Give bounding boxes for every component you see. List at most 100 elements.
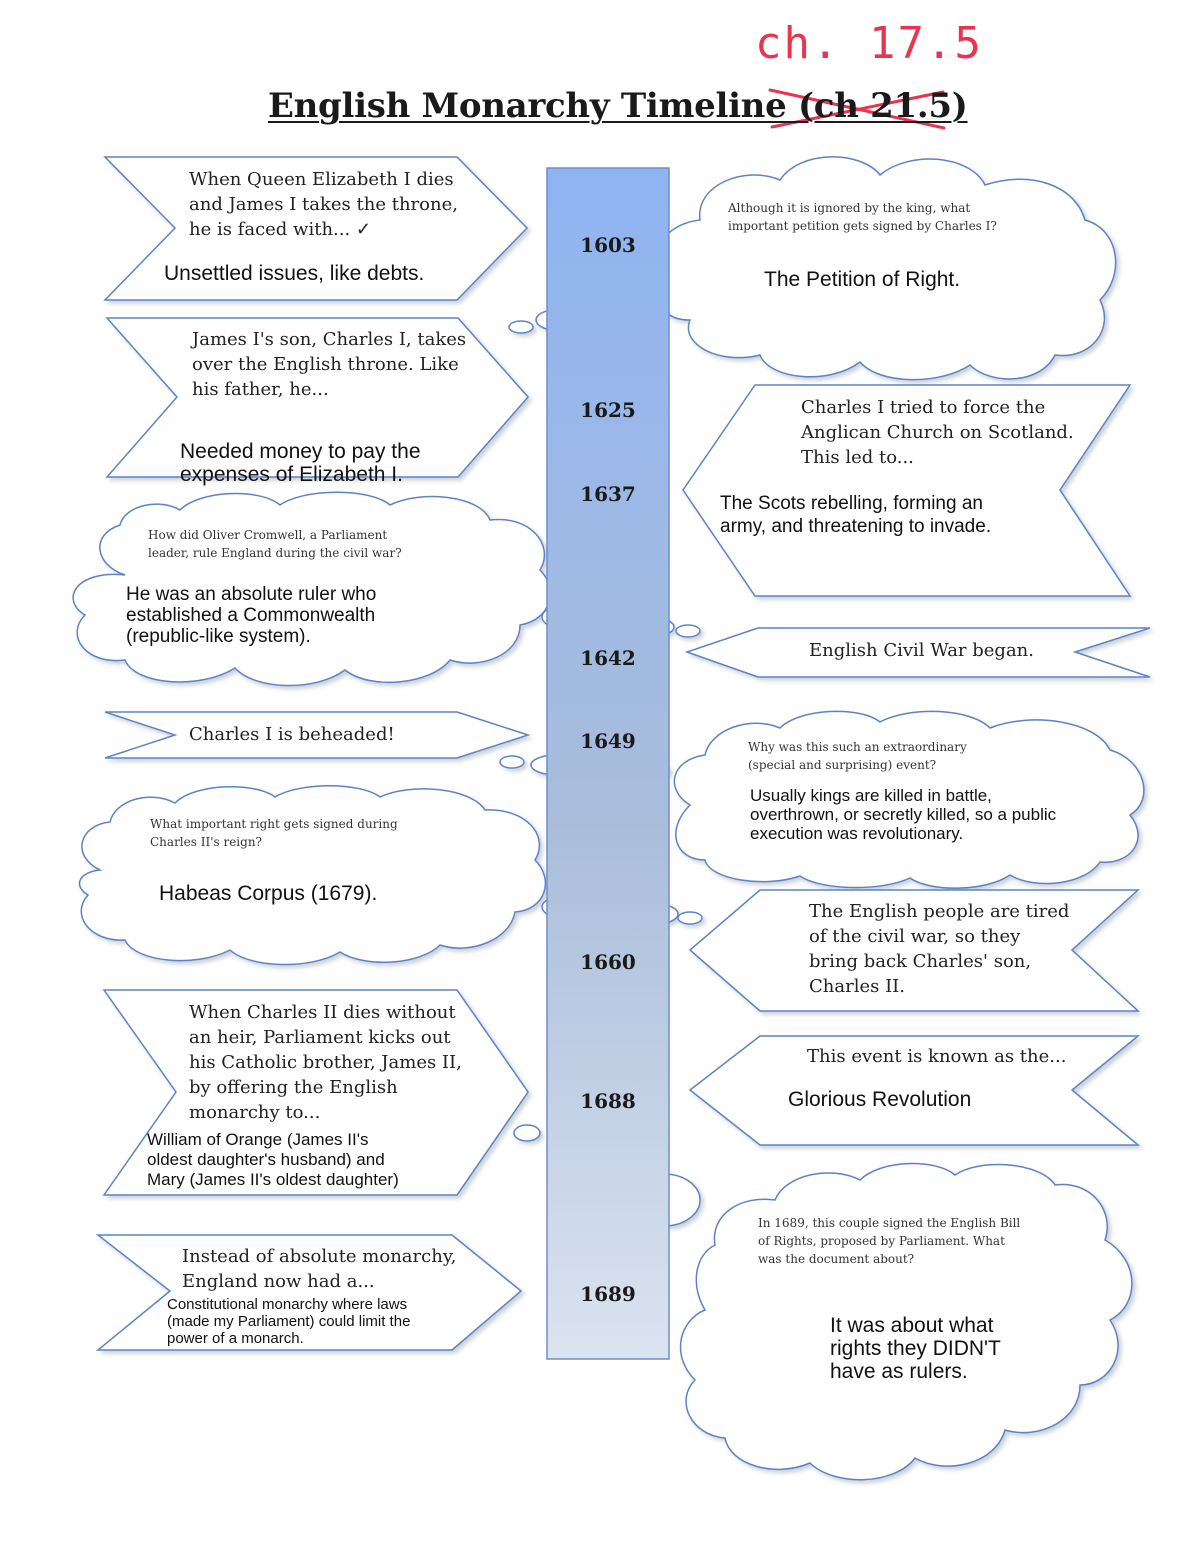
text-line: his father, he... — [192, 379, 329, 400]
text-line: William of Orange (James II's — [147, 1130, 369, 1149]
text-line: Instead of absolute monarchy, — [182, 1246, 457, 1267]
left-box-1688 — [102, 989, 529, 1196]
handwritten-chapter: ch. 17.5 — [755, 18, 983, 69]
left-1649-text: Charles I is beheaded! — [189, 724, 395, 745]
text-line: his Catholic brother, James II, — [189, 1052, 462, 1073]
text-line: Charles II's reign? — [150, 835, 262, 849]
right-1637-answer: The Scots rebelling, forming an army, an… — [720, 492, 991, 538]
left-box-1649 — [104, 711, 531, 759]
text-line: over the English throne. Like — [192, 354, 459, 375]
cloud-left-1660 — [78, 785, 546, 966]
cloud-right-1689 — [679, 1162, 1133, 1481]
right-1660-text: The English people are tired of the civi… — [809, 899, 1069, 999]
text-line: power of a monarch. — [167, 1330, 304, 1347]
text-line: The Scots rebelling, forming an — [720, 493, 983, 514]
text-line: When Charles II dies without — [189, 1002, 456, 1023]
text-line: Although it is ignored by the king, what — [728, 201, 971, 215]
timeline-bar — [546, 167, 670, 1360]
text-line: (special and surprising) event? — [748, 758, 937, 772]
text-line: James I's son, Charles I, takes — [192, 329, 467, 350]
right-1688-answer: Glorious Revolution — [788, 1088, 972, 1111]
text-line: overthrown, or secretly killed, so a pub… — [750, 805, 1057, 824]
year-1637: 1637 — [580, 482, 636, 506]
left-cloud-cromwell-question: How did Oliver Cromwell, a Parliament le… — [148, 526, 402, 562]
cloud-left-1637 — [72, 491, 551, 687]
right-cloud-bill-question: In 1689, this couple signed the English … — [758, 1214, 1020, 1268]
text-line: monarchy to... — [189, 1102, 321, 1123]
cloud-right-1649 — [673, 710, 1145, 889]
right-box-1637 — [682, 384, 1132, 597]
text-line: (made my Parliament) could limit the — [167, 1313, 411, 1330]
right-1637-question: Charles I tried to force the Anglican Ch… — [801, 395, 1074, 470]
text-line: This led to... — [801, 447, 914, 468]
left-1625-answer: Needed money to pay the expenses of Eliz… — [180, 440, 421, 486]
text-line: In 1689, this couple signed the English … — [758, 1216, 1021, 1230]
text-line: bring back Charles' son, — [809, 951, 1032, 972]
text-line: by offering the English — [189, 1077, 398, 1098]
text-line: leader, rule England during the civil wa… — [148, 546, 402, 560]
title-main: English Monarchy Timeline — [268, 86, 787, 126]
right-cloud-petition-answer: The Petition of Right. — [764, 268, 961, 291]
left-cloud-habeas-question: What important right gets signed during … — [150, 815, 398, 851]
text-line: oldest daughter's husband) and — [147, 1150, 385, 1169]
left-1625-question: James I's son, Charles I, takes over the… — [192, 327, 466, 402]
text-line: He was an absolute ruler who — [126, 584, 377, 605]
left-1603-answer: Unsettled issues, like debts. — [164, 262, 425, 285]
title-chapter-struck: (ch 21.5) — [798, 86, 968, 126]
text-line: Anglican Church on Scotland. — [801, 422, 1074, 443]
text-line: have as rulers. — [830, 1360, 968, 1383]
text-line: Charles I tried to force the — [801, 397, 1046, 418]
page-title: English Monarchy Timeline (ch 21.5) — [268, 86, 968, 126]
text-line: expenses of Elizabeth I. — [180, 463, 403, 486]
text-line: execution was revolutionary. — [750, 824, 964, 843]
year-1689: 1689 — [580, 1282, 636, 1306]
text-line: rights they DIDN'T — [830, 1337, 1001, 1360]
text-line: important petition gets signed by Charle… — [728, 219, 997, 233]
year-1642: 1642 — [580, 646, 636, 670]
text-line: established a Commonwealth — [126, 605, 376, 626]
text-line: (republic-like system). — [126, 626, 311, 647]
text-line: and James I takes the throne, — [189, 194, 458, 215]
year-1688: 1688 — [580, 1089, 636, 1113]
text-line: an heir, Parliament kicks out — [189, 1027, 451, 1048]
right-cloud-bill-answer: It was about what rights they DIDN'T hav… — [830, 1314, 1001, 1383]
text-line: of Rights, proposed by Parliament. What — [758, 1234, 1005, 1248]
left-1688-question: When Charles II dies without an heir, Pa… — [189, 1000, 462, 1125]
text-line: When Queen Elizabeth I dies — [189, 169, 454, 190]
left-cloud-habeas-answer: Habeas Corpus (1679). — [159, 882, 378, 905]
left-1689-question: Instead of absolute monarchy, England no… — [182, 1244, 456, 1294]
right-box-1660 — [688, 889, 1140, 1012]
text-line: Charles II. — [809, 976, 906, 997]
text-line: of the civil war, so they — [809, 926, 1021, 947]
text-line: Mary (James II's oldest daughter) — [147, 1170, 399, 1189]
right-cloud-execution-question: Why was this such an extraordinary (spec… — [748, 738, 967, 774]
text-line: he is faced with... ✓ — [189, 219, 372, 240]
right-1688-question: This event is known as the... — [807, 1046, 1067, 1067]
strike-through-marks — [768, 88, 946, 130]
year-1603: 1603 — [580, 233, 636, 257]
left-1689-answer: Constitutional monarchy where laws (made… — [167, 1296, 410, 1347]
right-box-1688 — [688, 1035, 1141, 1146]
left-box-1689 — [95, 1234, 523, 1351]
left-box-1625 — [105, 317, 529, 478]
year-1625: 1625 — [580, 398, 636, 422]
text-line: Needed money to pay the — [180, 440, 421, 463]
text-line: was the document about? — [758, 1252, 915, 1266]
right-cloud-execution-answer: Usually kings are killed in battle, over… — [750, 786, 1056, 843]
text-line: The English people are tired — [809, 901, 1070, 922]
text-line: Constitutional monarchy where laws — [167, 1296, 408, 1313]
year-1649: 1649 — [580, 729, 636, 753]
left-1688-answer: William of Orange (James II's oldest dau… — [147, 1130, 399, 1190]
text-line: Why was this such an extraordinary — [748, 740, 967, 754]
text-line: What important right gets signed during — [150, 817, 398, 831]
left-box-1603 — [103, 156, 529, 301]
text-line: It was about what — [830, 1314, 994, 1337]
right-1642-text: English Civil War began. — [809, 640, 1034, 661]
text-line: England now had a... — [182, 1271, 375, 1292]
text-line: army, and threatening to invade. — [720, 516, 992, 537]
text-line: How did Oliver Cromwell, a Parliament — [148, 528, 388, 542]
left-1603-question: When Queen Elizabeth I dies and James I … — [189, 167, 458, 242]
right-box-1642 — [684, 627, 1151, 678]
right-cloud-petition-question: Although it is ignored by the king, what… — [728, 199, 997, 235]
